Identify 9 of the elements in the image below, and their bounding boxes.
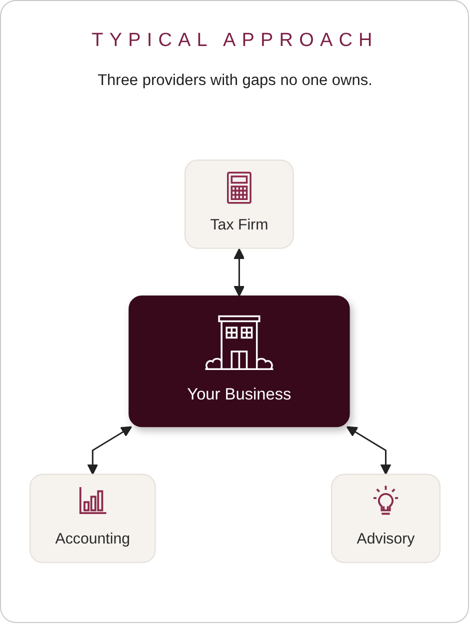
node-box: Tax Firm [184, 159, 294, 249]
subtitle: Three providers with gaps no one owns. [98, 72, 372, 90]
arrow [87, 426, 132, 475]
node-box: Advisory [330, 474, 441, 564]
arrow [346, 426, 392, 475]
node-box: Accounting [29, 474, 156, 564]
arrow [234, 248, 245, 297]
node-box: Your Business [128, 295, 350, 428]
diagram-title: TYPICAL APPROACH [90, 30, 380, 52]
